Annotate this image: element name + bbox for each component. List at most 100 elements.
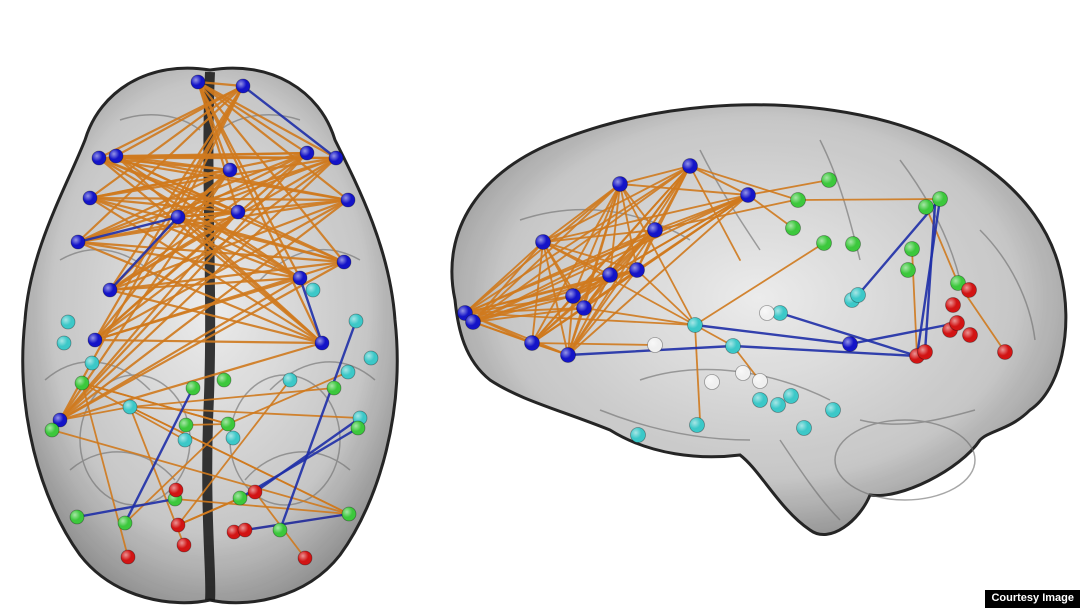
sagittal-node-43 [917, 344, 933, 360]
sagittal-edge-85 [583, 307, 696, 326]
axial-node-5 [328, 150, 344, 166]
sagittal-node-30 [845, 236, 861, 252]
axial-edge-111 [238, 426, 360, 500]
axial-node-7 [340, 192, 356, 208]
axial-edge-74 [58, 156, 338, 422]
axial-node-50 [247, 484, 263, 500]
sagittal-edge-76 [609, 165, 691, 276]
axial-node-2 [91, 150, 107, 166]
axial-node-40 [341, 506, 357, 522]
sagittal-node-35 [950, 275, 966, 291]
axial-node-16 [52, 412, 68, 428]
sagittal-node-5 [576, 300, 592, 316]
sagittal-edge-39 [542, 165, 691, 243]
axial-node-10 [70, 234, 86, 250]
sagittal-edge-77 [609, 194, 749, 276]
sagittal-node-11 [740, 187, 756, 203]
sagittal-edge-87 [689, 165, 741, 261]
axial-node-13 [292, 270, 308, 286]
sagittal-node-48 [647, 337, 663, 353]
sagittal-node-2 [524, 335, 540, 351]
axial-brain-view [21, 66, 399, 605]
axial-node-46 [176, 537, 192, 553]
sagittal-edge-91 [694, 324, 701, 421]
sagittal-edge-103 [848, 321, 959, 346]
axial-edge-31 [88, 196, 240, 214]
axial-edge-110 [76, 215, 180, 244]
axial-edge-66 [93, 198, 350, 342]
axial-edge-30 [88, 196, 350, 202]
axial-edge-27 [88, 84, 245, 200]
sagittal-edge-70 [636, 194, 749, 271]
axial-node-32 [185, 380, 201, 396]
sagittal-edge-59 [572, 229, 656, 297]
sagittal-edge-80 [747, 194, 794, 229]
sagittal-edge-43 [567, 295, 574, 356]
sagittal-node-10 [682, 158, 698, 174]
axial-edge-53 [76, 168, 232, 244]
axial-edge-105 [243, 512, 351, 532]
axial-node-14 [87, 332, 103, 348]
sagittal-node-15 [725, 338, 741, 354]
axial-edge-63 [93, 84, 245, 342]
axial-node-9 [230, 204, 246, 220]
axial-edge-78 [58, 276, 302, 422]
axial-edge-73 [58, 151, 309, 422]
axial-edge-35 [88, 168, 232, 200]
sagittal-edge-95 [464, 312, 696, 326]
axial-edge-7 [196, 80, 324, 345]
sagittal-edge-96 [531, 342, 656, 346]
sagittal-node-45 [735, 365, 751, 381]
axial-edge-108 [108, 215, 180, 292]
axial-node-47 [120, 549, 136, 565]
axial-node-35 [220, 416, 236, 432]
axial-node-23 [340, 364, 356, 380]
axial-edge-107 [123, 386, 195, 525]
axial-edge-89 [129, 387, 335, 408]
sagittal-node-27 [790, 192, 806, 208]
axial-edge-102 [241, 84, 338, 160]
sagittal-node-46 [704, 374, 720, 390]
axial-edge-94 [124, 423, 229, 524]
sagittal-node-16 [752, 392, 768, 408]
axial-edge-59 [108, 260, 346, 292]
sagittal-node-18 [783, 388, 799, 404]
image-credit-label: Courtesy Image [985, 590, 1080, 608]
axial-node-51 [297, 550, 313, 566]
axial-edge-75 [58, 198, 350, 422]
axial-edge-109 [298, 276, 324, 345]
axial-node-12 [102, 282, 118, 298]
sagittal-node-39 [945, 297, 961, 313]
sagittal-node-33 [918, 199, 934, 215]
axial-edge-49 [76, 210, 240, 244]
sagittal-node-28 [785, 220, 801, 236]
axial-edge-80 [58, 168, 232, 422]
sagittal-edge-78 [747, 179, 830, 196]
axial-midline-fissure [202, 71, 216, 601]
sagittal-edge-104 [693, 323, 852, 346]
axial-edge-82 [227, 371, 349, 425]
sagittal-edge-57 [572, 183, 621, 297]
axial-edge-45 [76, 84, 245, 244]
sagittal-node-6 [565, 288, 581, 304]
axial-node-37 [350, 420, 366, 436]
axial-node-18 [60, 314, 76, 330]
axial-node-21 [348, 313, 364, 329]
sagittal-edge-35 [542, 241, 574, 297]
axial-node-42 [117, 515, 133, 531]
axial-edge-2 [196, 80, 338, 160]
sagittal-edge-15 [472, 307, 585, 323]
sagittal-node-12 [842, 336, 858, 352]
axial-node-31 [44, 422, 60, 438]
sagittal-edge-81 [694, 242, 825, 326]
axial-edge-57 [108, 198, 350, 292]
sagittal-edge-75 [689, 165, 749, 196]
sagittal-edge-100 [731, 344, 919, 358]
axial-edge-26 [114, 154, 232, 172]
sagittal-node-19 [796, 420, 812, 436]
sagittal-edge-36 [542, 183, 621, 243]
sagittal-node-20 [825, 402, 841, 418]
sagittal-node-24 [689, 417, 705, 433]
sagittal-node-34 [900, 262, 916, 278]
